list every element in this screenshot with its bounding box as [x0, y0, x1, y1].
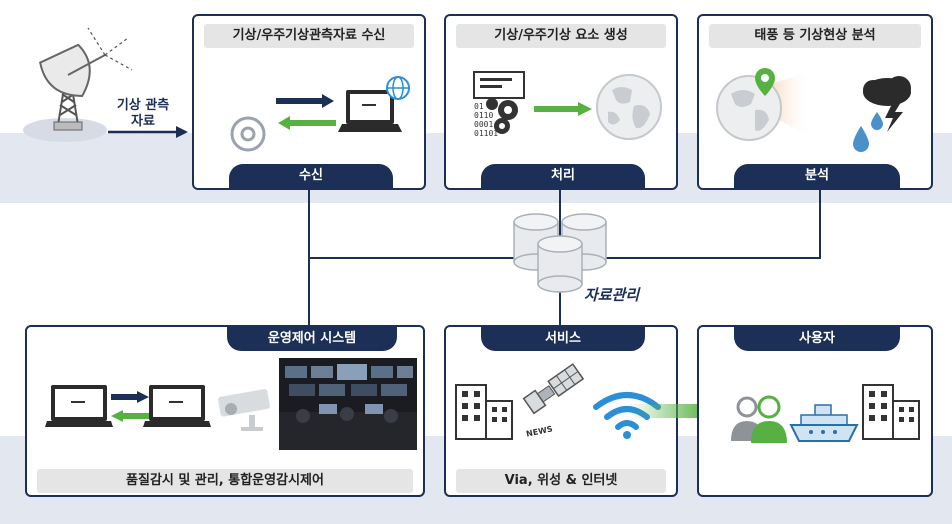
- binary-line: 0110: [474, 111, 494, 120]
- storm-cloud-icon: [853, 76, 911, 152]
- control-room-photo: [279, 358, 417, 450]
- satellite-icon: [522, 363, 585, 415]
- exchange-arrows-icon: [276, 94, 336, 130]
- laptop-icon: [45, 385, 113, 427]
- process-box: 기상/우주기상 요소 생성 01 0110 0001 01101 처리: [444, 14, 678, 190]
- connector-analysis-down: [819, 189, 821, 259]
- exchange-arrows-icon: [111, 391, 149, 422]
- arrow-green-right-icon: [534, 102, 592, 116]
- tab-service: 서비스: [481, 327, 645, 351]
- laptop-icon: [143, 385, 211, 427]
- globe-location-icon: [716, 68, 811, 141]
- process-box-title: 기상/우주기상 요소 생성: [456, 24, 666, 48]
- analysis-box-title: 태풍 등 기상현상 분석: [709, 24, 921, 48]
- analysis-box: 태풍 등 기상현상 분석 분석: [697, 14, 933, 190]
- satellite-dish-icon: [23, 27, 133, 142]
- users-box: 사용자: [697, 325, 933, 497]
- spiral-icon: [230, 116, 266, 152]
- data-management-label: 자료관리: [584, 286, 640, 304]
- observation-label-line1: 기상 관측: [116, 98, 170, 113]
- receive-box: 기상/우주기상관측자료 수신 수신: [192, 14, 426, 190]
- tab-operations: 운영제어 시스템: [227, 327, 397, 351]
- buildings-icon: [455, 384, 513, 440]
- tab-process: 처리: [481, 164, 645, 188]
- binary-line: 0001: [474, 120, 494, 129]
- database-icon: [513, 213, 607, 293]
- tab-receive: 수신: [229, 164, 393, 188]
- tab-analysis: 분석: [734, 164, 900, 188]
- globe-icon: [596, 74, 662, 140]
- binary-line: 01: [474, 102, 484, 111]
- document-gear-icon: [473, 71, 525, 134]
- binary-line: 01101: [474, 129, 499, 138]
- binary-text: 01 0110 0001 01101: [474, 102, 498, 138]
- ship-icon: [789, 404, 859, 442]
- receive-box-title: 기상/우주기상관측자료 수신: [204, 24, 414, 48]
- observation-label-line2: 자료: [131, 114, 155, 129]
- buildings-icon: [862, 384, 920, 440]
- tab-users: 사용자: [734, 327, 900, 351]
- service-footer: Via, 위성 & 인터넷: [456, 469, 666, 493]
- operations-footer: 품질감시 및 관리, 통합운영감시제어: [37, 469, 413, 493]
- users-icon: [731, 395, 787, 443]
- observation-data-label: 기상 관측 자료: [108, 98, 178, 130]
- cctv-camera-icon: [218, 389, 270, 431]
- laptop-globe-icon: [338, 76, 410, 132]
- operations-box: 운영제어 시스템 품질감시 및 관리, 통합운영감시제어: [25, 325, 425, 497]
- arrow-right-icon: [108, 126, 188, 138]
